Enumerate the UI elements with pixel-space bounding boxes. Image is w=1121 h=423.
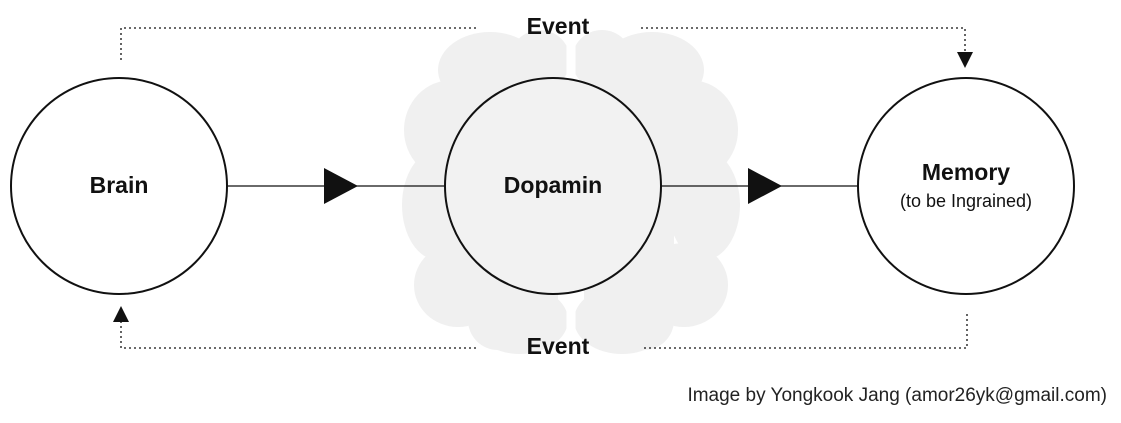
edge-brain-memory-dotted-right [641, 27, 966, 52]
arrowhead-right-icon [324, 168, 358, 204]
arrowhead-down-icon [957, 52, 973, 68]
arrowhead-right-icon [748, 168, 782, 204]
edge-brain-memory-dotted-left [120, 27, 476, 60]
image-credit: Image by Yongkook Jang (amor26yk@gmail.c… [687, 385, 1107, 406]
node-memory-sublabel: (to be Ingrained) [899, 191, 1033, 211]
node-dopamin-label: Dopamin [503, 172, 603, 198]
arrowhead-up-icon [113, 306, 129, 322]
event-label-bottom: Event [526, 333, 590, 359]
edge-memory-brain-dotted-right [641, 314, 968, 349]
edge-memory-brain-dotted-left [120, 322, 476, 349]
node-memory-label: Memory [921, 159, 1011, 185]
node-brain [10, 77, 228, 295]
node-memory [857, 77, 1075, 295]
node-dopamin [444, 77, 662, 295]
event-label-top: Event [526, 13, 590, 39]
node-brain-label: Brain [89, 172, 149, 198]
